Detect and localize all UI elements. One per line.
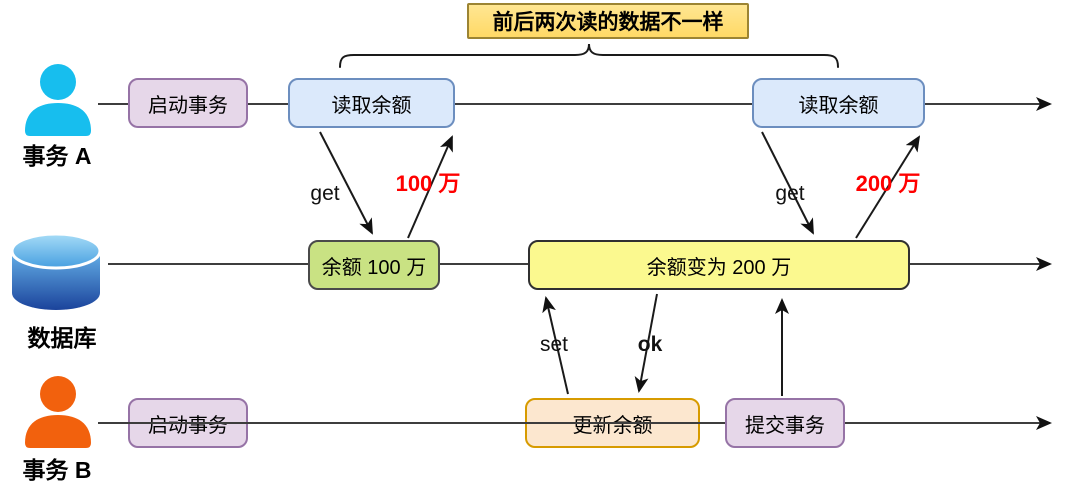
box-db-balance-updated: 余额变为 200 万 [528, 240, 910, 290]
get-label-second: get [775, 182, 805, 205]
box-a-start-transaction: 启动事务 [128, 78, 248, 128]
box-b-start-transaction: 启动事务 [128, 398, 248, 448]
box-b-commit-transaction: 提交事务 [725, 398, 845, 448]
ok-label: ok [637, 333, 663, 356]
box-a-read-balance-first: 读取余额 [288, 78, 455, 128]
result-label-first: 100 万 [395, 171, 461, 196]
result-label-second: 200 万 [855, 171, 921, 196]
get-label-first: get [310, 182, 340, 205]
brace-connector [339, 43, 839, 68]
transaction-a-person-icon [25, 64, 91, 136]
lane-b-label: 事务 B [22, 457, 92, 483]
database-icon [10, 232, 102, 310]
box-db-balance-initial: 余额 100 万 [308, 240, 440, 290]
set-label: set [539, 333, 569, 356]
transaction-b-person-icon [25, 376, 91, 448]
lane-db-label: 数据库 [27, 325, 97, 351]
lane-a-label: 事务 A [22, 143, 92, 169]
box-a-read-balance-second: 读取余额 [752, 78, 925, 128]
box-b-update-balance: 更新余额 [525, 398, 700, 448]
banner-note: 前后两次读的数据不一样 [467, 3, 749, 39]
